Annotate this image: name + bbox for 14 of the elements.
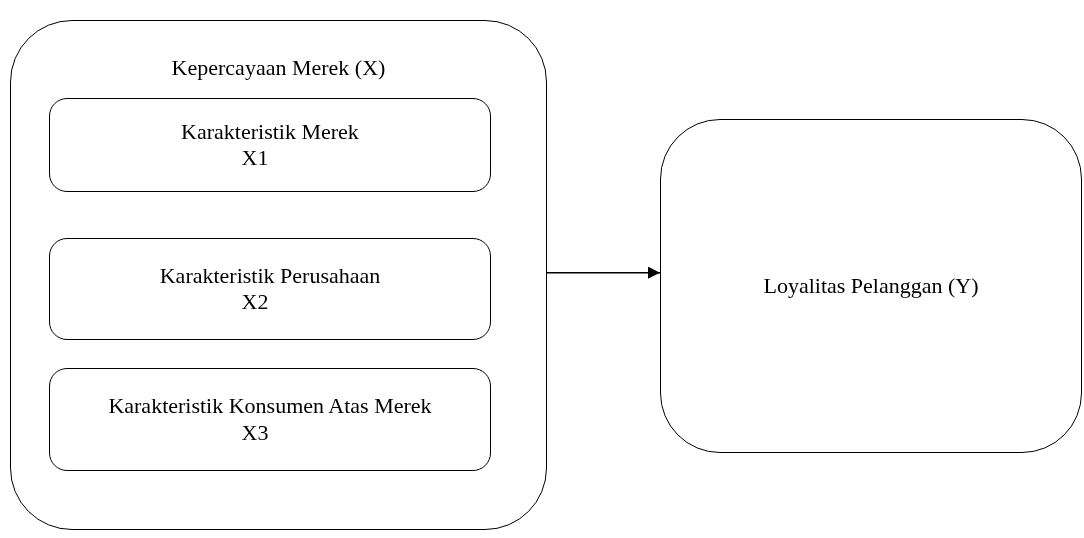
rounded-box xyxy=(49,238,491,340)
variable-code: X1 xyxy=(241,145,269,172)
arrow xyxy=(546,266,661,279)
box-label: Loyalitas Pelanggan (Y) xyxy=(763,272,979,300)
box-label: Karakteristik Konsumen Atas Merek xyxy=(108,393,432,420)
box-label: Karakteristik Perusahaan xyxy=(159,262,381,289)
rounded-box xyxy=(660,119,1082,453)
box-label: Kepercayaan Merek (X) xyxy=(171,55,386,82)
box-label: Karakteristik Merek xyxy=(181,118,359,145)
variable-code: X2 xyxy=(241,289,269,316)
variable-code: X3 xyxy=(241,419,269,446)
group-box xyxy=(10,20,547,530)
rounded-box xyxy=(49,98,491,192)
rounded-box xyxy=(49,368,491,471)
